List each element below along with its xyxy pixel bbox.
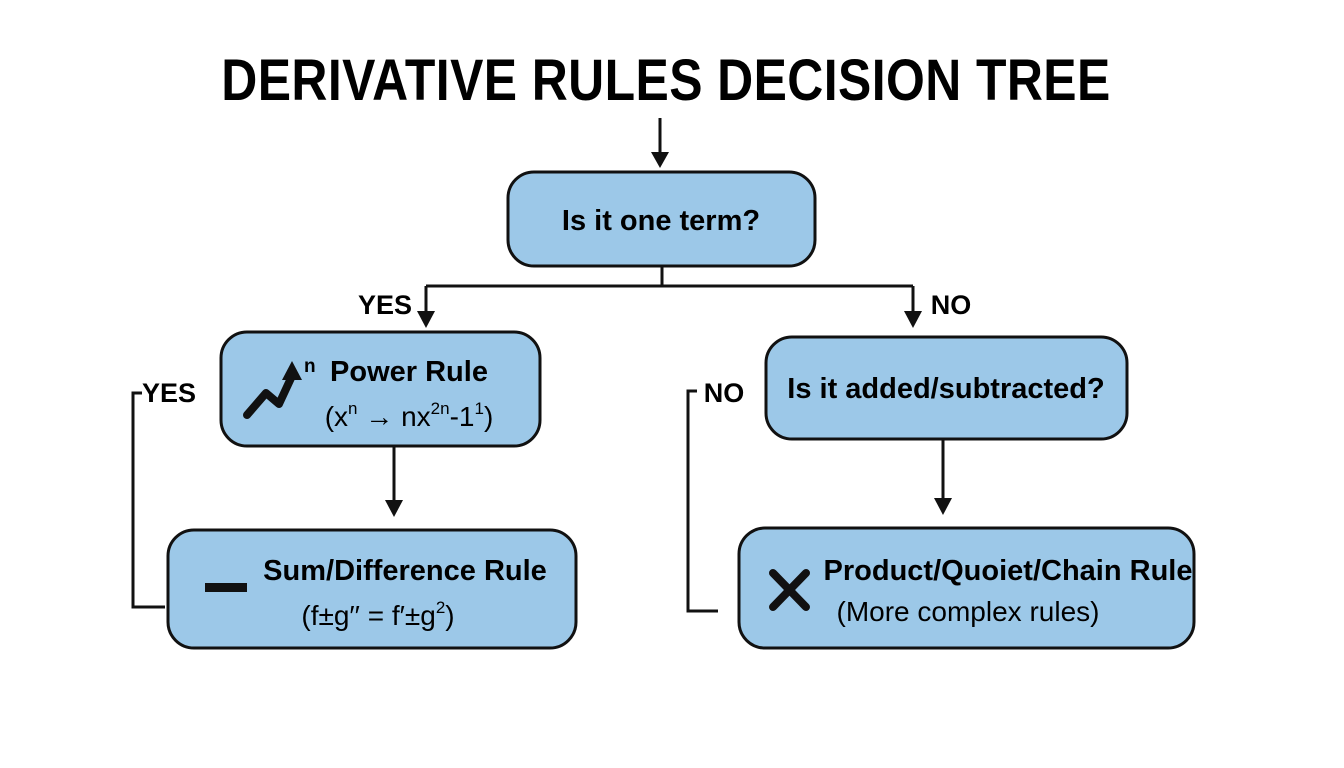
node-added-subtracted-box	[764, 335, 1129, 441]
edge-label-yes-top: YES	[358, 290, 412, 320]
node-added-subtracted: Is it added/subtracted?	[764, 335, 1129, 441]
node-product-quotient-chain: Product/Quoiet/Chain Rule (More complex …	[737, 526, 1196, 650]
arrowhead-power-rule	[417, 311, 435, 328]
edge-label-yes-side: YES	[142, 378, 196, 408]
node-sum-difference-title: Sum/Difference Rule	[263, 555, 547, 587]
edge-label-no-top: NO	[931, 290, 972, 320]
node-one-term-label: Is it one term?	[562, 205, 760, 237]
node-added-subtracted-label: Is it added/subtracted?	[787, 373, 1104, 405]
connector-no-side	[686, 389, 718, 613]
arrowhead-sum	[385, 500, 403, 517]
diagram-title: DERIVATIVE RULES DECISION TREE	[221, 49, 1110, 113]
node-sum-difference-box	[166, 528, 578, 650]
minus-icon	[205, 583, 247, 592]
node-product-quotient-chain-title: Product/Quoiet/Chain Rule	[824, 555, 1193, 587]
node-power-rule-formula: (xn → nx2n-11)	[325, 399, 494, 432]
edge-label-no-side: NO	[704, 378, 745, 408]
connectors	[131, 118, 952, 613]
node-product-quotient-chain-box	[737, 526, 1196, 650]
times-icon	[769, 569, 810, 611]
connector-yes-side	[131, 391, 165, 609]
arrowhead-product	[934, 498, 952, 515]
node-product-quotient-chain-subtitle: (More complex rules)	[837, 596, 1100, 627]
up-right-arrow-icon	[243, 361, 302, 419]
node-sum-difference: Sum/Difference Rule (f±g′′ = f′±g2)	[166, 528, 578, 650]
node-power-rule-box	[219, 330, 542, 448]
arrowhead-root	[651, 152, 669, 168]
arrowhead-added-subtracted	[904, 311, 922, 328]
node-sum-difference-formula: (f±g′′ = f′±g2)	[301, 598, 454, 631]
node-one-term-box	[506, 170, 817, 268]
node-power-rule-title: Power Rule	[330, 356, 488, 388]
node-power-rule: n Power Rule (xn → nx2n-11)	[219, 330, 542, 448]
node-one-term: Is it one term?	[506, 170, 817, 268]
power-icon-superscript: n	[304, 356, 316, 377]
